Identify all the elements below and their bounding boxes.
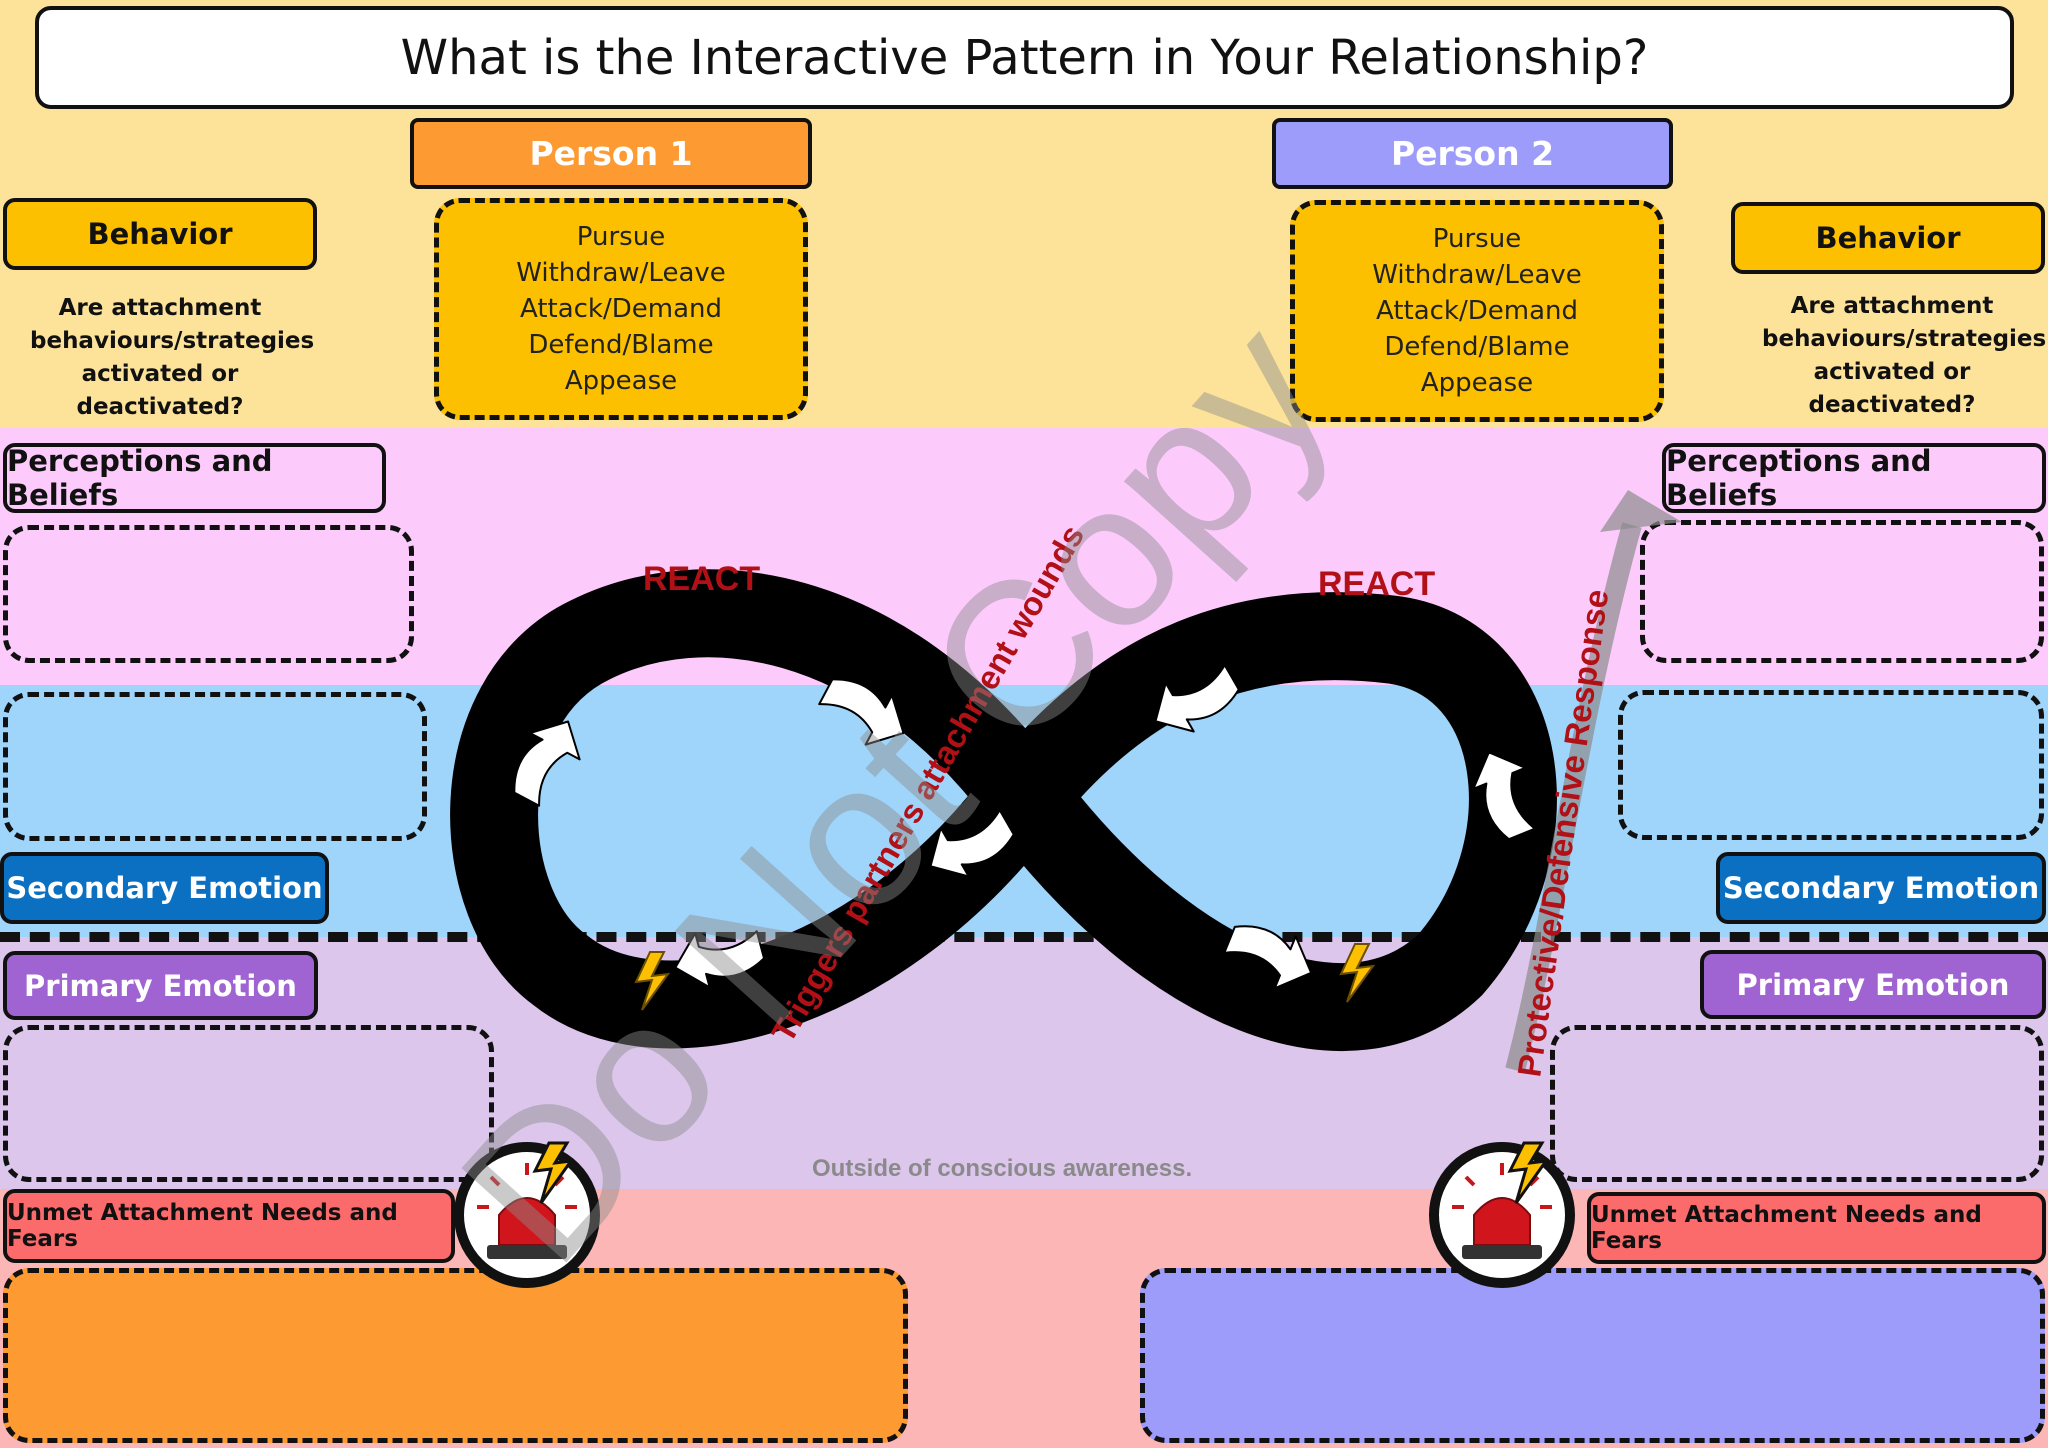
react-right-label: REACT (1318, 565, 1435, 603)
left-unmet-needs-label: Unmet Attachment Needs and Fears (3, 1189, 455, 1263)
white-curved-arrow-icon (818, 678, 905, 746)
white-curved-arrow-icon (1154, 664, 1240, 733)
behavior-option: Appease (1420, 368, 1534, 398)
lightning-bolt-icon (634, 951, 671, 1011)
white-curved-arrow-icon (929, 809, 1015, 878)
right-primary-emotion-input[interactable] (1550, 1025, 2044, 1182)
right-perceptions-label: Perceptions and Beliefs (1662, 443, 2046, 513)
left-secondary-emotion-label: Secondary Emotion (0, 852, 329, 924)
behavior-option: Pursue (1432, 224, 1522, 254)
behavior-option: Attack/Demand (519, 294, 723, 324)
person-1-behavior-options: Pursue Withdraw/Leave Attack/Demand Defe… (434, 198, 808, 420)
left-primary-emotion-label: Primary Emotion (3, 951, 318, 1020)
white-curved-arrow-icon (1223, 925, 1313, 990)
white-curved-arrow-icon (1472, 751, 1536, 841)
left-primary-emotion-input[interactable] (3, 1025, 494, 1182)
person-2-behavior-options: Pursue Withdraw/Leave Attack/Demand Defe… (1290, 200, 1664, 422)
behavior-option: Defend/Blame (528, 330, 714, 360)
right-behavior-label: Behavior (1731, 202, 2045, 274)
left-perceptions-label: Perceptions and Beliefs (3, 443, 386, 513)
left-behavior-label: Behavior (3, 198, 317, 270)
right-siren-alarm-icon (1429, 1141, 1575, 1288)
white-curved-arrow-icon (513, 720, 581, 807)
infinity-loop (450, 569, 1557, 1052)
left-behavior-question: Are attachment behaviours/strategies act… (30, 295, 315, 420)
react-left-label: REACT (643, 560, 760, 598)
left-perceptions-input[interactable] (3, 525, 414, 663)
left-secondary-emotion-input[interactable] (3, 692, 427, 841)
right-unmet-needs-label: Unmet Attachment Needs and Fears (1587, 1192, 2046, 1264)
left-siren-alarm-icon (454, 1141, 600, 1288)
right-secondary-emotion-label: Secondary Emotion (1716, 852, 2046, 924)
behavior-option: Pursue (576, 222, 666, 252)
awareness-divider (0, 932, 2048, 942)
person-2-header: Person 2 (1272, 118, 1673, 189)
behavior-option: Withdraw/Leave (1372, 260, 1582, 290)
lightning-bolt-icon (1339, 943, 1376, 1003)
right-secondary-emotion-input[interactable] (1618, 690, 2044, 840)
person-1-header: Person 1 (410, 118, 812, 189)
behavior-option: Defend/Blame (1384, 332, 1570, 362)
awareness-note: Outside of conscious awareness. (812, 1155, 1192, 1182)
behavior-option: Withdraw/Leave (516, 258, 726, 288)
right-primary-emotion-label: Primary Emotion (1700, 950, 2046, 1019)
white-curved-arrow-icon (674, 930, 766, 989)
behavior-option: Attack/Demand (1375, 296, 1579, 326)
right-unmet-needs-input[interactable] (1140, 1268, 2045, 1443)
right-perceptions-input[interactable] (1640, 520, 2044, 663)
right-behavior-question: Are attachment behaviours/strategies act… (1762, 293, 2047, 418)
protective-arrow (1505, 522, 1642, 1073)
page-title: What is the Interactive Pattern in Your … (35, 6, 2014, 109)
behavior-option: Appease (564, 366, 678, 396)
left-unmet-needs-input[interactable] (3, 1268, 908, 1443)
protective-arrow-head (1600, 490, 1682, 532)
watermark-text: Do Not Copy (418, 279, 1374, 1305)
